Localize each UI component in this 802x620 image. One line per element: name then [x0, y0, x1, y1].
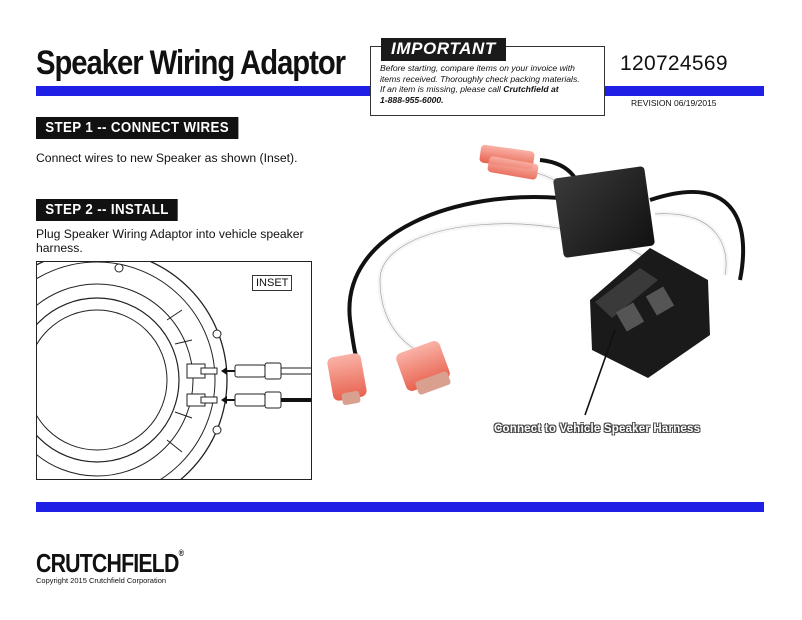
step-2-heading: STEP 2 -- INSTALL — [36, 199, 179, 221]
page-title: Speaker Wiring Adaptor — [36, 44, 346, 82]
harness-connector-housing — [590, 248, 710, 378]
speaker-terminal-diagram — [37, 262, 311, 479]
speaker-frame-ring — [37, 262, 216, 479]
female-terminal-left — [327, 353, 367, 405]
part-number: 120724569 — [620, 52, 728, 75]
female-connector-bottom — [234, 393, 266, 407]
photo-caption: Connect to Vehicle Speaker Harness — [494, 423, 701, 435]
adaptor-product-photo — [327, 144, 746, 416]
header-rule — [36, 86, 370, 96]
speaker-surround-ring — [37, 283, 194, 477]
important-line-1: Before starting, compare items on your i… — [380, 63, 575, 73]
important-text: Before starting, compare items on your i… — [380, 63, 602, 105]
speaker-cone-inner — [37, 309, 168, 451]
mount-hole-right-bottom — [212, 425, 222, 435]
female-terminal-upper — [479, 144, 539, 180]
arrow-left-icon — [221, 396, 227, 404]
important-label: IMPORTANT — [381, 38, 506, 61]
female-connector-top — [234, 364, 266, 378]
step-2-text: Plug Speaker Wiring Adaptor into vehicle… — [36, 227, 304, 255]
adaptor-rear-block — [553, 166, 655, 258]
important-line-3: If an item is missing, please call Crutc… — [380, 84, 602, 95]
important-line-3-text: If an item is missing, please call — [380, 84, 504, 94]
step-1-heading: STEP 1 -- CONNECT WIRES — [36, 117, 239, 139]
header-rule-right — [604, 86, 764, 96]
important-phone-number: 1-888-955-6000. — [380, 94, 444, 105]
mount-hole-right-top — [212, 329, 222, 339]
callout-leader-line — [584, 329, 616, 416]
speaker-cone-outer — [37, 297, 180, 463]
important-line-4: 1-888-955-6000. — [380, 95, 602, 106]
brand-name: CRUTCHFIELD — [36, 548, 179, 578]
speaker-outer-ring — [37, 262, 228, 479]
revision-date: REVISION 06/19/2015 — [631, 98, 717, 108]
important-line-2: items received. Thoroughly check packing… — [380, 73, 580, 84]
footer-rule — [36, 502, 764, 512]
step-1-text: Connect wires to new Speaker as shown (I… — [36, 151, 298, 165]
arrow-left-icon — [221, 367, 227, 375]
black-wire — [347, 195, 561, 368]
registered-mark: ® — [178, 548, 184, 558]
mount-hole-top — [114, 263, 124, 273]
copyright-text: Copyright 2015 Crutchfield Corporation — [36, 576, 167, 585]
important-phone-label: Crutchfield at — [503, 84, 559, 94]
female-terminal-right — [396, 341, 451, 395]
crutchfield-logo: CRUTCHFIELD® — [36, 548, 184, 579]
inset-diagram — [36, 261, 312, 480]
inset-label: INSET — [252, 275, 293, 291]
